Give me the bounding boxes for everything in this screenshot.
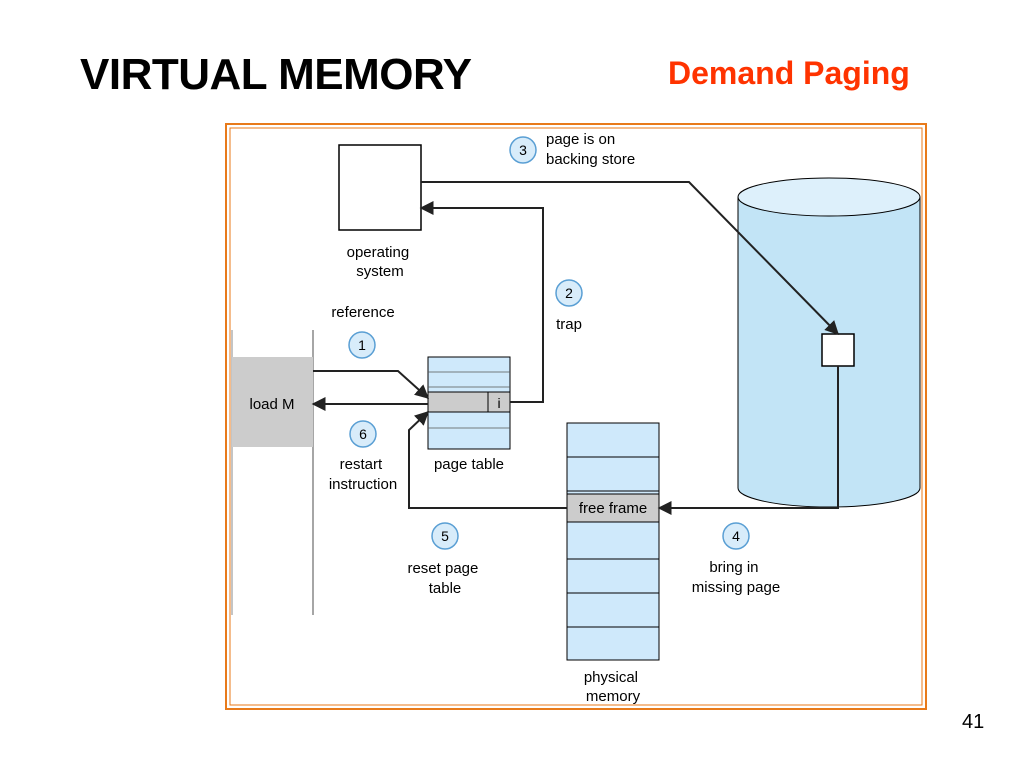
physical-memory-label: physical memory	[584, 669, 642, 705]
page-number: 41	[962, 711, 985, 733]
backing-store-label: page is on backing store	[546, 131, 635, 168]
step-2-marker: 2	[555, 279, 583, 307]
operating-system-box	[338, 144, 422, 231]
figure-frame	[225, 123, 927, 710]
arrow-bring-in-page	[657, 366, 839, 515]
trap-label: trap	[556, 316, 582, 333]
svg-text:1: 1	[358, 337, 366, 353]
load-instruction-box	[232, 357, 313, 447]
physical-memory	[566, 422, 660, 661]
arrow-page-on-backing-store	[421, 181, 839, 335]
bring-in-label: bring in missing page	[692, 559, 780, 596]
svg-text:2: 2	[565, 285, 573, 301]
load-instruction-label: load M	[249, 396, 294, 413]
operating-system-label: operating system	[347, 244, 414, 280]
arrow-reference	[313, 370, 430, 399]
slide-title: VIRTUAL MEMORY	[80, 50, 472, 99]
slide-subtitle: Demand Paging	[668, 55, 910, 91]
invalid-bit: i	[497, 395, 500, 411]
svg-text:4: 4	[732, 528, 740, 544]
step-5-marker: 5	[431, 522, 459, 550]
arrow-reset-page-table	[408, 411, 567, 509]
svg-text:3: 3	[519, 142, 527, 158]
step-3-marker: 3	[509, 136, 537, 164]
step-4-marker: 4	[722, 522, 750, 550]
arrow-trap	[419, 201, 544, 403]
svg-text:5: 5	[441, 528, 449, 544]
free-frame-label: free frame	[579, 500, 647, 517]
restart-instruction-label: restart instruction	[329, 456, 397, 493]
reference-label: reference	[331, 304, 394, 321]
reset-page-table-label: reset page table	[407, 560, 482, 597]
missing-page-block	[821, 333, 855, 367]
step-1-marker: 1	[348, 331, 376, 359]
svg-text:6: 6	[359, 426, 367, 442]
step-6-marker: 6	[349, 420, 377, 448]
page-table-label: page table	[434, 456, 504, 473]
